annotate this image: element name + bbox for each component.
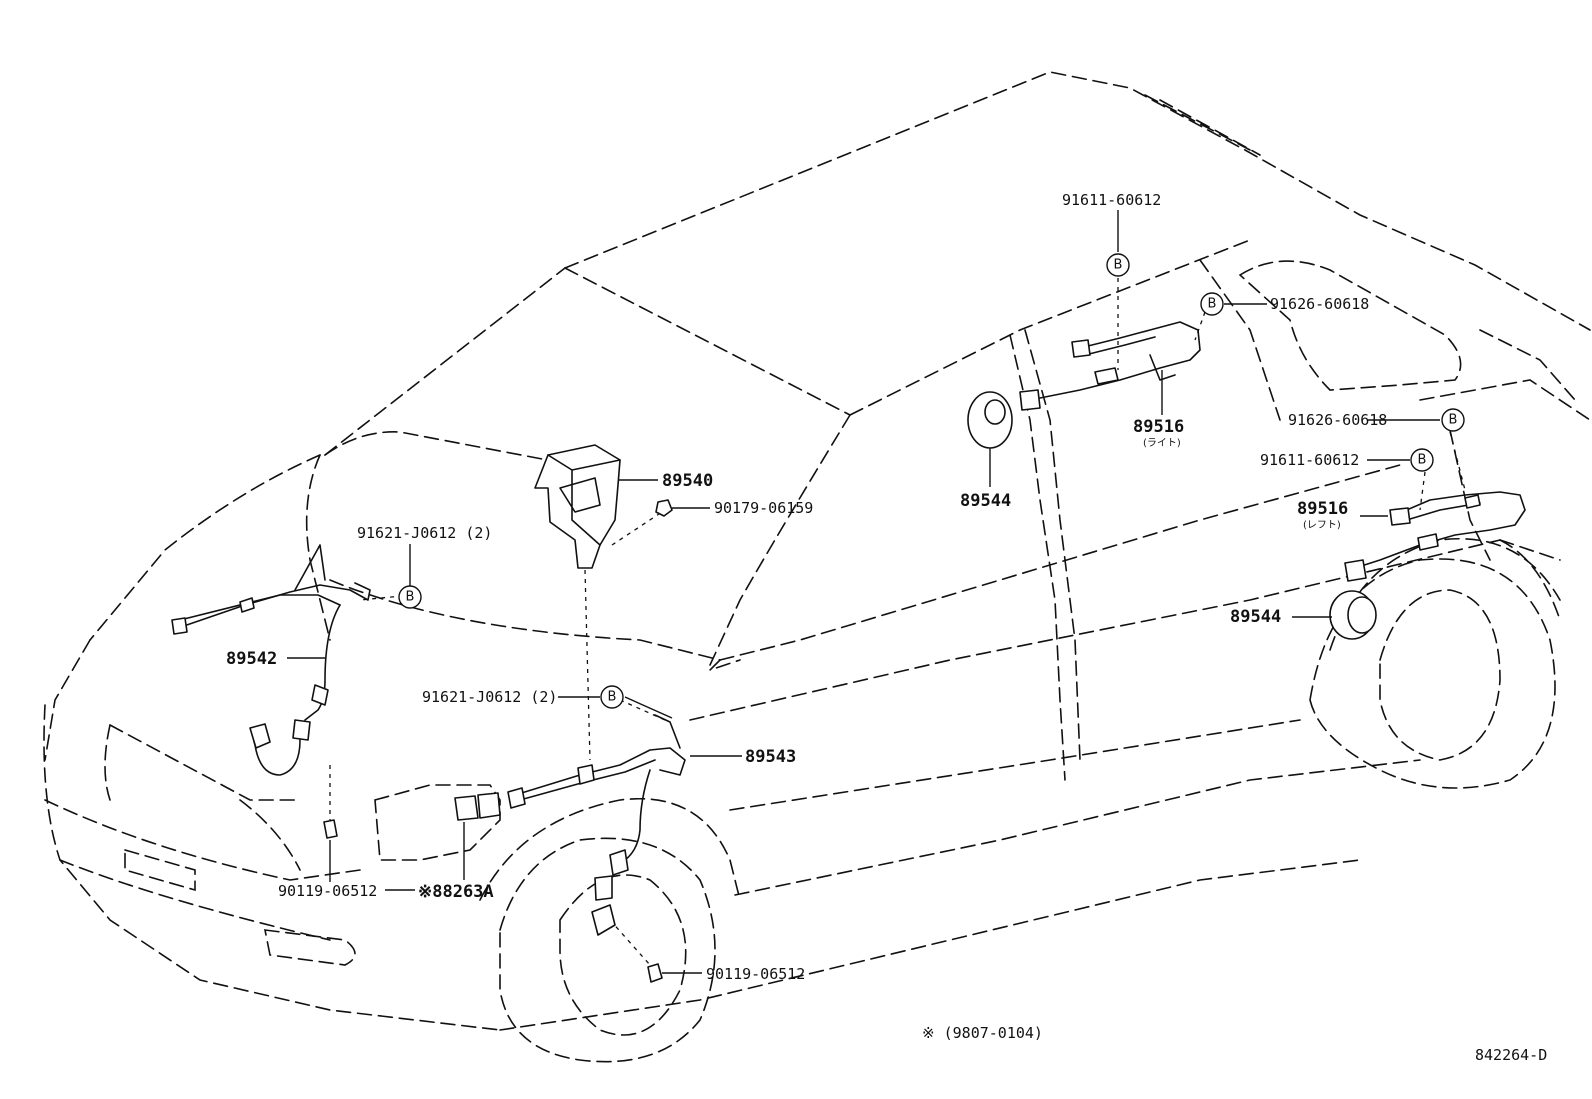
part-labels: 91611-60612 91626-60618 89516 (ライト) 9162…	[226, 191, 1547, 1064]
label-89544-b: 89544	[1230, 607, 1281, 627]
label-89516-left-sub: (レフト)	[1303, 520, 1341, 531]
label-88263a: ※88263A	[418, 882, 494, 902]
label-90119-06512-b: 90119-06512	[706, 965, 805, 983]
label-89544-a: 89544	[960, 491, 1011, 511]
badge-b-91621-a: B	[398, 585, 422, 609]
svg-text:B: B	[1114, 258, 1123, 273]
label-89542: 89542	[226, 649, 277, 669]
label-90179-06159: 90179-06159	[714, 499, 813, 517]
label-89516-right-sub: (ライト)	[1143, 437, 1181, 449]
label-91611-60612-top: 91611-60612	[1062, 191, 1161, 209]
svg-text:B: B	[1418, 453, 1427, 468]
part-89542-front-harness	[171, 544, 371, 776]
label-91626-60618-a: 91626-60618	[1270, 295, 1369, 313]
footnote-date-range: ※ (9807-0104)	[922, 1024, 1043, 1042]
svg-text:B: B	[1449, 413, 1458, 428]
leader-lines	[287, 210, 1440, 974]
badge-b-91621-b: B	[600, 685, 624, 709]
part-89540-ecu-bracket	[534, 444, 621, 569]
part-89543-front-sensor	[507, 714, 686, 936]
part-90119-bolt-wheel	[647, 963, 663, 983]
label-91626-60618-b: 91626-60618	[1288, 411, 1387, 429]
svg-text:B: B	[1208, 297, 1217, 312]
assembly-guide-lines	[329, 278, 1466, 966]
label-91621-j0612-b: 91621-J0612 (2)	[422, 688, 557, 706]
part-88263a-relay	[374, 784, 501, 861]
part-89516-left-sensor	[1344, 491, 1526, 582]
label-89516-right: 89516	[1133, 417, 1184, 437]
badge-b-91626-a: B	[1200, 292, 1224, 316]
part-89516-right-sensor	[1019, 321, 1201, 411]
svg-text:B: B	[406, 590, 415, 605]
part-89544-grommet-left	[1329, 590, 1377, 640]
part-90179-nut	[655, 499, 673, 517]
badge-b-91611-top: B	[1106, 253, 1130, 277]
figure-code: 842264-D	[1475, 1046, 1547, 1064]
vehicle-outline	[43, 71, 1591, 1063]
part-89544-grommet-right	[967, 391, 1013, 449]
label-91611-60612-b: 91611-60612	[1260, 451, 1359, 469]
label-89543: 89543	[745, 747, 796, 767]
badges: B B B B B B	[398, 253, 1465, 709]
part-90119-bolt-front	[323, 819, 338, 839]
label-91621-j0612-a: 91621-J0612 (2)	[357, 524, 492, 542]
badge-b-91611-b: B	[1410, 448, 1434, 472]
svg-text:B: B	[608, 690, 617, 705]
badge-b-91626-b: B	[1441, 408, 1465, 432]
label-89540: 89540	[662, 471, 713, 491]
label-89516-left: 89516	[1297, 499, 1348, 519]
label-90119-06512-a: 90119-06512	[278, 882, 377, 900]
